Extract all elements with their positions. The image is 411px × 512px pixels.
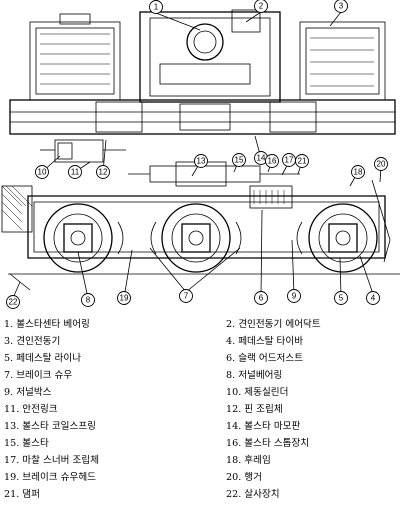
bogie-truck [1,179,400,291]
svg-text:21: 21 [298,157,307,166]
callout-21: 21 [295,154,309,168]
legend-item-4: 4. 페데스탈 타이바 [226,336,304,347]
svg-text:5: 5 [339,294,344,303]
legend-item-9: 9. 저널박스 [4,387,52,398]
upper-body-assembly [9,9,396,135]
legend-item-19: 19. 브레이크 슈우헤드 [4,472,96,483]
legend-item-14: 14. 볼스타 마모판 [226,421,301,432]
legend-item-22: 22. 살사장치 [226,489,280,500]
legend-item-17: 17. 마찰 스너버 조립체 [4,455,100,466]
legend-item-11: 11. 안전링크 [4,404,58,415]
callout-17: 17 [282,153,296,167]
svg-text:18: 18 [354,168,363,177]
legend-item-18: 18. 후레임 [226,455,271,466]
callout-15: 15 [232,153,246,167]
legend-item-21: 21. 댐퍼 [4,489,40,500]
callout-12: 12 [96,165,110,179]
legend-item-3: 3. 견인전동기 [4,336,61,347]
callout-7: 7 [179,289,193,303]
callout-11: 11 [68,165,82,179]
svg-text:11: 11 [71,168,80,177]
callout-6: 6 [254,291,268,305]
legend-item-5: 5. 페데스탈 라이나 [4,353,82,364]
callout-1: 1 [149,0,163,14]
svg-text:8: 8 [86,296,91,305]
callout-16: 16 [265,154,279,168]
legend-item-7: 7. 브레이크 슈우 [4,370,73,381]
svg-text:15: 15 [235,156,244,165]
svg-text:4: 4 [371,294,376,303]
svg-text:1: 1 [154,3,159,12]
callout-18: 18 [351,165,365,179]
wheel-center [161,203,231,273]
svg-text:14: 14 [257,154,266,163]
svg-text:3: 3 [339,2,344,11]
callout-13: 13 [194,154,208,168]
callout-9: 9 [287,289,301,303]
left-brake-cylinder-group [40,139,126,163]
svg-text:2: 2 [259,2,264,11]
hatched-section [1,185,33,233]
svg-text:12: 12 [99,168,108,177]
svg-text:6: 6 [259,294,264,303]
svg-text:10: 10 [38,168,47,177]
legend-item-10: 10. 제동실린더 [226,387,289,398]
callout-8: 8 [81,293,95,307]
parts-legend: 1. 볼스타센타 베어링 2. 견인전동기 에어닥트 3. 견인전동기 4. 페… [0,314,411,512]
svg-text:20: 20 [377,160,386,169]
legend-item-12: 12. 핀 조립체 [226,404,283,415]
legend-item-15: 15. 볼스타 [4,438,49,449]
legend-item-13: 13. 볼스타 코일스프링 [4,421,96,432]
wheel-left [43,203,113,273]
legend-item-6: 6. 슬랙 어드저스트 [226,353,304,364]
legend-item-1: 1. 볼스타센타 베어링 [4,319,90,330]
svg-text:17: 17 [285,156,294,165]
callout-3: 3 [334,0,348,13]
callout-2: 2 [254,0,268,13]
callout-19: 19 [117,291,131,305]
callout-20: 20 [374,157,388,171]
legend-item-20: 20. 행거 [226,472,262,483]
callout-10: 10 [35,165,49,179]
svg-text:16: 16 [268,157,277,166]
svg-text:22: 22 [9,298,18,307]
svg-text:19: 19 [120,294,129,303]
svg-text:9: 9 [292,292,297,301]
legend-item-16: 16. 볼스타 스톱장치 [226,438,310,449]
svg-text:13: 13 [197,157,206,166]
legend-item-8: 8. 저널베어링 [226,370,283,381]
callout-4: 4 [366,291,380,305]
legend-item-2: 2. 견인전동기 에어닥트 [226,319,321,330]
bogie-exploded-drawing: 1 2 3 4 5 6 7 8 9 10 11 12 13 14 15 16 1… [1,0,400,309]
svg-text:7: 7 [184,292,189,301]
callout-22: 22 [6,295,20,309]
callout-5: 5 [334,291,348,305]
wheel-right [308,203,378,273]
